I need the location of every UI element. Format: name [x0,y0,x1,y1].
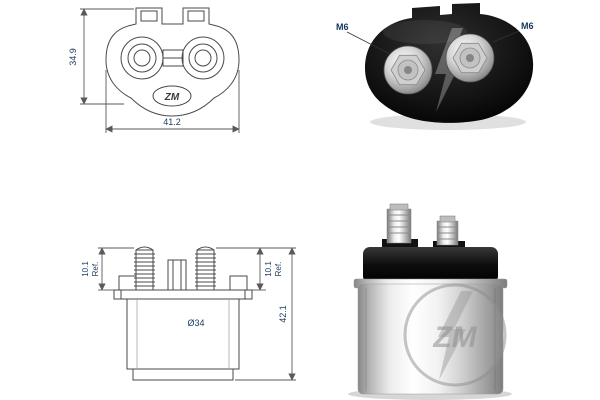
left-stud-dim-label: 10.1 [81,261,90,277]
top-view-drawing: ZM 34.9 41.2 [68,7,240,133]
side-view-part-outline [113,246,253,381]
width-dim-label: 41.2 [163,117,181,127]
zm-watermark-text: ZM [432,321,477,354]
right-terminal [445,33,495,83]
side-view-drawing: Ø34 10.1 Ref. 10.1 Ref. 42.1 [81,246,296,381]
body-highlight [383,20,467,44]
left-terminal [383,45,433,95]
height-dimension [80,8,134,105]
overall-height-dim-label: 42.1 [278,305,288,323]
zm-logo-drawing: ZM [164,92,180,103]
right-stud-dimension [216,247,296,291]
left-m6-leader-line [346,31,391,55]
zm-watermark: ZM [403,283,507,387]
right-stud [433,215,465,251]
top-view-photo: M6 M6 [336,3,534,130]
left-m6-label: M6 [336,22,349,32]
right-stud-ref-label: Ref. [274,262,283,277]
left-stud [382,203,418,251]
top-view-drawing-panel: ZM 34.9 41.2 [0,0,300,150]
top-view-photo-panel: M6 M6 [300,0,600,150]
width-dimension [105,70,240,133]
diameter-dim-label: Ø34 [187,318,204,328]
left-stud-dimension [98,247,134,291]
lightning-icon [438,291,473,380]
height-dim-label: 34.9 [68,48,78,66]
right-m6-leader-line [492,30,520,43]
side-view-photo-panel: ZM [330,195,575,400]
body-shading-lines [136,299,230,369]
right-stud-dim-label: 10.1 [264,261,273,277]
side-view-drawing-panel: Ø34 10.1 Ref. 10.1 Ref. 42.1 [0,228,310,400]
top-view-part-outline [105,7,240,117]
cylinder-body [357,283,504,395]
left-stud-ref-label: Ref. [91,262,100,277]
side-view-photo: ZM [348,203,512,400]
right-m6-label: M6 [521,21,534,31]
overall-height-dimension [235,247,296,381]
solenoid-cap [363,247,498,283]
